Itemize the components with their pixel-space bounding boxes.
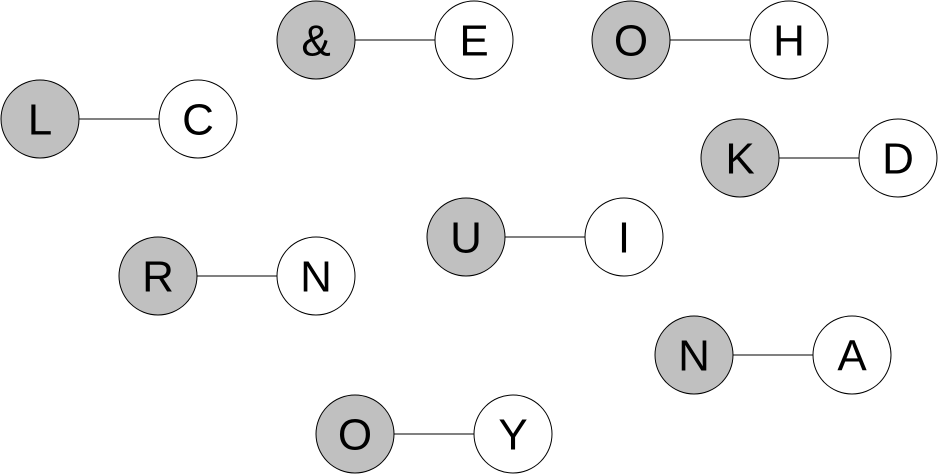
node-circle xyxy=(315,394,395,474)
node-label: D xyxy=(882,135,914,184)
node-circle xyxy=(749,0,829,80)
plain-node: C xyxy=(158,79,238,159)
node-label: O xyxy=(614,17,648,66)
node-label: I xyxy=(618,214,630,263)
shaded-node: R xyxy=(118,236,198,316)
node-label: C xyxy=(182,96,214,145)
plain-node: H xyxy=(749,0,829,80)
shaded-node: O xyxy=(315,394,395,474)
node-circle xyxy=(426,197,506,277)
plain-node: D xyxy=(858,118,938,198)
node-label: N xyxy=(678,332,710,381)
node-label: E xyxy=(459,17,488,66)
node-label: H xyxy=(773,17,805,66)
node-circle xyxy=(591,0,671,80)
shaded-node: K xyxy=(700,118,780,198)
node-circle xyxy=(654,315,734,395)
shaded-node: N xyxy=(654,315,734,395)
node-circle xyxy=(276,236,356,316)
node-label: R xyxy=(142,253,174,302)
plain-node: E xyxy=(434,0,514,80)
node-label: & xyxy=(301,17,330,66)
shaded-node: O xyxy=(591,0,671,80)
node-circle xyxy=(118,236,198,316)
node-circle xyxy=(158,79,238,159)
node-circle xyxy=(276,0,356,80)
node-circle xyxy=(700,118,780,198)
node-label: K xyxy=(725,135,754,184)
node-circle xyxy=(434,0,514,80)
plain-node: A xyxy=(812,315,892,395)
node-circle xyxy=(0,79,80,159)
node-circle xyxy=(812,315,892,395)
shaded-node: L xyxy=(0,79,80,159)
node-label: U xyxy=(450,214,482,263)
plain-node: I xyxy=(584,197,664,277)
node-label: A xyxy=(837,332,867,381)
shaded-node: & xyxy=(276,0,356,80)
shaded-node: U xyxy=(426,197,506,277)
node-circle xyxy=(584,197,664,277)
node-pair: &E xyxy=(276,0,514,80)
node-circle xyxy=(858,118,938,198)
node-label: L xyxy=(28,96,52,145)
node-label: Y xyxy=(498,411,527,460)
plain-node: Y xyxy=(473,394,553,474)
node-label: N xyxy=(300,253,332,302)
node-circle xyxy=(473,394,553,474)
node-label: O xyxy=(338,411,372,460)
plain-node: N xyxy=(276,236,356,316)
